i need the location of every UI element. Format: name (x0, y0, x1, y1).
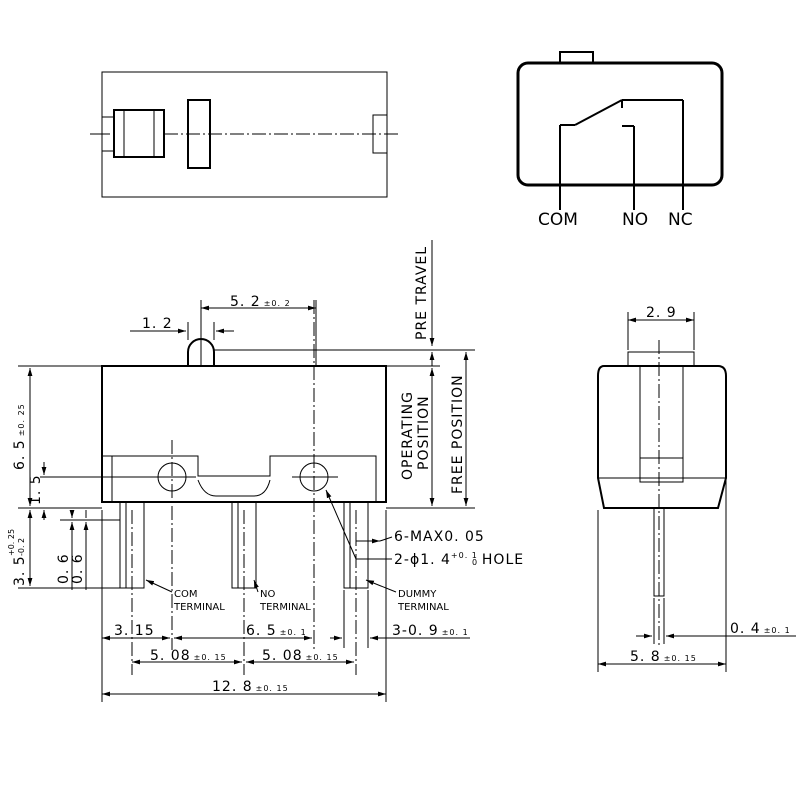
dim-0-4-tol: ±0. 1 (764, 626, 791, 635)
com-terminal-label-1: COM (174, 589, 197, 600)
dim-5-08-b-tol: ±0. 15 (306, 653, 339, 662)
com-label: COM (538, 210, 578, 230)
dim-3-0-9: 3-0. 9±0. 1 (392, 623, 469, 639)
dim-0-6-b: 0. 6 (70, 553, 86, 584)
dim-0-4: 0. 4±0. 1 (730, 621, 791, 637)
dim-6-5-pitch-tol: ±0. 1 (280, 628, 307, 637)
dummy-terminal-label-1: DUMMY (398, 589, 437, 600)
dummy-terminal-label-2: TERMINAL (397, 602, 449, 613)
dim-2-9: 2. 9 (646, 305, 677, 321)
dim-5-08-a: 5. 08±0. 15 (150, 648, 227, 664)
dim-3-5: 3. 5 (12, 555, 28, 586)
dim-5-8-tol: ±0. 15 (664, 654, 697, 663)
dimension-lines (18, 240, 796, 702)
pre-travel-label: PRE TRAVEL (414, 246, 430, 340)
dim-12-8-tol: ±0. 15 (256, 684, 289, 693)
nc-label: NC (668, 210, 693, 230)
operating-position-label-2: POSITION (416, 395, 432, 470)
dim-6-5-height: 6. 5±0. 25 (12, 403, 28, 470)
dim-5-08-b: 5. 08±0. 15 (262, 648, 339, 664)
top-view (90, 71, 400, 198)
dim-1-2: 1. 2 (142, 316, 173, 332)
dim-12-8: 12. 8±0. 15 (212, 679, 289, 695)
dim-5-2-tol: ±0. 2 (264, 299, 291, 308)
free-position-label: FREE POSITION (450, 374, 466, 494)
dim-6-5-pitch: 6. 5±0. 1 (246, 623, 307, 639)
no-label: NO (622, 210, 648, 230)
dim-3-5-tol-minus: -0. 2 (17, 538, 26, 556)
dim-3-15: 3. 15 (114, 623, 155, 639)
dim-3-5-tol-plus: +0. 25 (7, 529, 16, 556)
dimension-labels: 1. 2 5. 2±0. 2 PRE TRAVEL OPERATING POSI… (7, 246, 791, 695)
hole-tol-plus: +0. 1 (451, 551, 478, 560)
side-view (597, 340, 727, 648)
dim-0-6-a: 0. 6 (56, 553, 72, 584)
dim-6-5-height-tol: ±0. 25 (17, 403, 26, 436)
dim-5-8: 5. 8±0. 15 (630, 649, 697, 665)
com-terminal-label-2: TERMINAL (173, 602, 225, 613)
max-0-05-label: 6-MAX0. 05 (394, 529, 485, 545)
no-terminal-label-1: NO (260, 589, 275, 600)
no-terminal-label-2: TERMINAL (259, 602, 311, 613)
dim-3-0-9-tol: ±0. 1 (442, 628, 469, 637)
front-view (101, 300, 430, 675)
dim-5-2: 5. 2±0. 2 (230, 294, 291, 310)
hole-tol-minus: 0 (472, 558, 477, 567)
switch-schematic: COM NO NC (516, 51, 724, 230)
dim-1-5: 1. 5 (28, 474, 44, 505)
operating-position-label-1: OPERATING (400, 391, 416, 480)
dim-5-08-a-tol: ±0. 15 (194, 653, 227, 662)
